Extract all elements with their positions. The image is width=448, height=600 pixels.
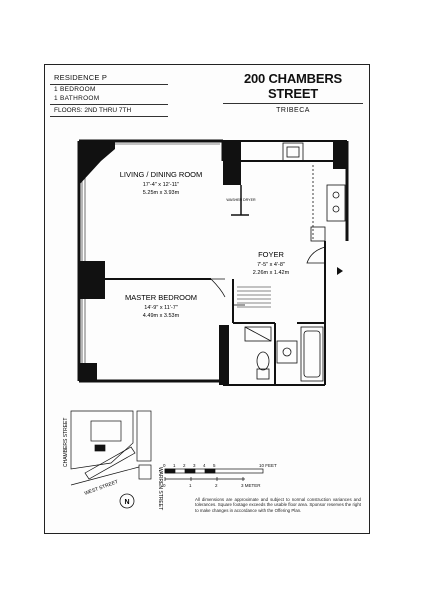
bedroom-imperial: 14'-9" x 11'-7": [144, 305, 177, 311]
north-arrow: [119, 493, 135, 509]
scale-tick: 2: [215, 483, 218, 488]
scale-tick: 0: [163, 463, 166, 468]
entry-arrow-icon: [337, 267, 343, 275]
chambers-street-label: CHAMBERS STREET: [63, 418, 69, 467]
neighborhood: TRIBECA: [276, 107, 310, 114]
scale-tick: 1: [173, 463, 176, 468]
foyer-name: FOYER: [258, 250, 284, 259]
foyer-imperial: 7'-5" x 4'-8": [257, 262, 285, 268]
scale-meter-ticks: 0 1 2 3 METER: [163, 483, 261, 488]
scale-tick: 2: [183, 463, 186, 468]
structural-columns: [79, 141, 347, 385]
bathroom-count: 1 BATHROOM: [54, 95, 100, 102]
scale-tick: 3: [193, 463, 196, 468]
bedroom-name: MASTER BEDROOM: [125, 293, 197, 302]
foyer-metric: 2.26m x 1.42m: [253, 270, 290, 276]
location-map: [70, 410, 152, 486]
street-address: 200 CHAMBERS STREET: [223, 71, 363, 104]
washer-dryer-label: WASHER DRYER: [226, 198, 256, 202]
scale-tick: 0: [163, 483, 166, 488]
scale-tick: 5: [213, 463, 216, 468]
north-label: N: [124, 499, 129, 506]
floors-range: FLOORS: 2ND THRU 7TH: [50, 104, 168, 117]
west-street-label: WEST STREET: [84, 479, 119, 497]
disclaimer-text: All dimensions are approximate and subje…: [195, 497, 361, 513]
scale-tick: 3 METER: [241, 483, 261, 488]
closet-hatching: [237, 286, 271, 308]
bedroom-count: 1 BEDROOM: [54, 86, 96, 93]
warren-street-label: WARREN STREET: [157, 467, 163, 510]
scale-bar: [164, 468, 264, 481]
building-address: 200 CHAMBERS STREET TRIBECA: [223, 71, 363, 114]
floor-plan-sheet: RESIDENCE P 1 BEDROOM 1 BATHROOM FLOORS:…: [44, 64, 370, 534]
living-room-metric: 5.25m x 3.93m: [143, 190, 180, 196]
kitchen: [282, 142, 346, 242]
residence-info: RESIDENCE P 1 BEDROOM 1 BATHROOM FLOORS:…: [50, 71, 168, 119]
interior-walls: [105, 185, 325, 385]
living-room-imperial: 17'-4" x 12'-11": [143, 182, 180, 188]
scale-feet-ticks: 0 1 2 3 4 5 10 FEET: [163, 463, 277, 468]
scale-tick: 1: [189, 483, 192, 488]
residence-name: RESIDENCE P: [50, 71, 168, 85]
living-room-name: LIVING / DINING ROOM: [120, 170, 203, 179]
scale-tick: 4: [203, 463, 206, 468]
bathroom-fixtures: [244, 326, 324, 382]
floor-plan-drawing: LIVING / DINING ROOM 17'-4" x 12'-11" 5.…: [63, 139, 349, 510]
door-swings: [210, 246, 326, 306]
bedroom-metric: 4.49m x 3.53m: [143, 313, 180, 319]
scale-tick: 10 FEET: [259, 463, 277, 468]
